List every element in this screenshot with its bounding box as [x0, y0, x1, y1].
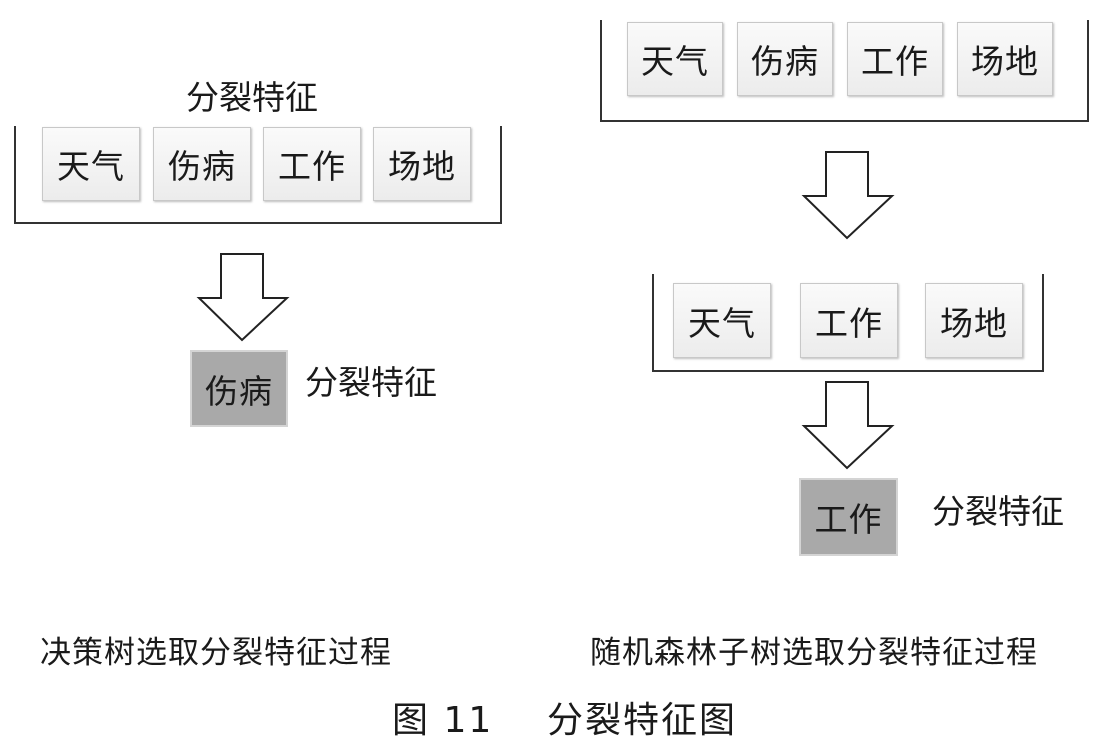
left-selected-feature: 伤病	[190, 350, 288, 427]
left-selected-label: 分裂特征	[305, 363, 437, 402]
left-feature-injury: 伤病	[153, 127, 251, 201]
left-feature-venue: 场地	[373, 127, 471, 201]
right-feature-injury-1: 伤病	[737, 22, 833, 96]
right-feature-bracket-1	[600, 20, 1089, 122]
right-feature-weather-2: 天气	[673, 283, 771, 358]
right-feature-work-2: 工作	[800, 283, 898, 358]
right-feature-work-1: 工作	[847, 22, 943, 96]
left-caption: 决策树选取分裂特征过程	[40, 635, 392, 671]
left-down-arrow	[196, 253, 290, 342]
right-caption: 随机森林子树选取分裂特征过程	[590, 635, 1038, 671]
right-down-arrow-2	[801, 381, 895, 470]
figure-title: 图 11 分裂特征图	[392, 700, 738, 741]
left-feature-weather: 天气	[42, 127, 140, 201]
right-selected-label: 分裂特征	[932, 492, 1064, 531]
left-feature-bracket	[14, 126, 502, 224]
right-feature-bracket-2	[652, 274, 1044, 372]
right-selected-feature: 工作	[799, 478, 898, 556]
right-feature-venue-1: 场地	[957, 22, 1053, 96]
right-down-arrow-1	[801, 151, 895, 240]
right-feature-venue-2: 场地	[925, 283, 1023, 358]
left-feature-work: 工作	[263, 127, 361, 201]
right-feature-weather-1: 天气	[627, 22, 723, 96]
left-top-label: 分裂特征	[186, 78, 318, 117]
